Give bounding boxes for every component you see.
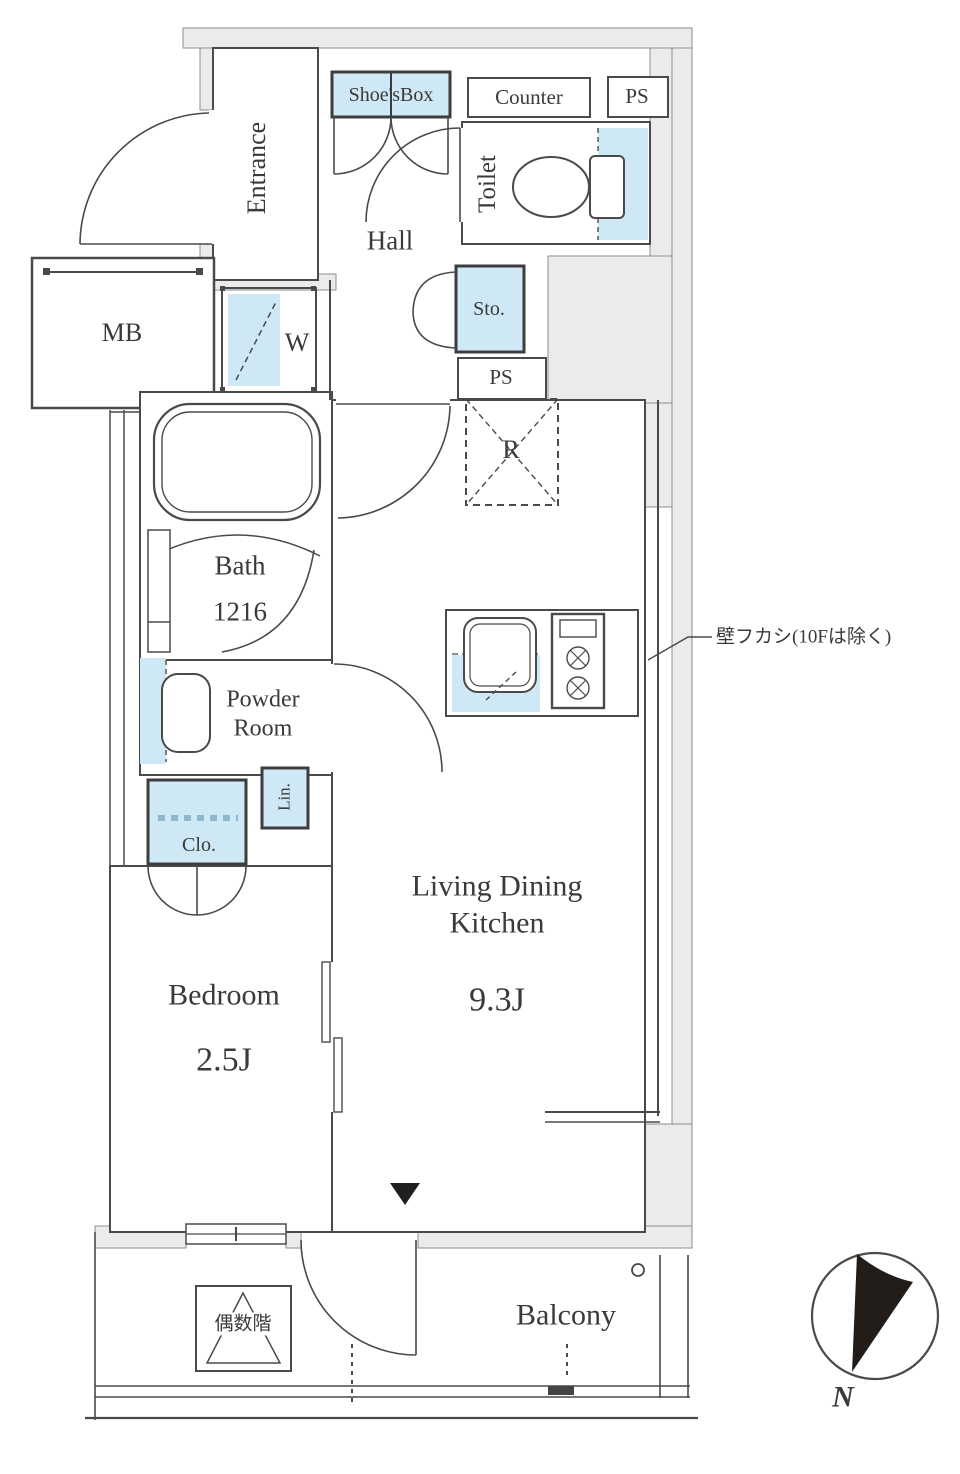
toilet-door xyxy=(365,127,461,223)
ldk-area-label: 9.3J xyxy=(469,981,525,1019)
hall-ldk-door xyxy=(336,403,451,519)
storage-label: Sto. xyxy=(473,297,505,320)
refrigerator-label: R xyxy=(502,435,520,465)
stove xyxy=(550,612,606,710)
powder-room-label: Powder Room xyxy=(226,686,300,742)
bath-door xyxy=(221,549,315,653)
powder-room-door xyxy=(333,663,443,773)
washer-pan xyxy=(228,294,280,386)
bedroom-window xyxy=(185,1223,287,1245)
entry-direction-marker xyxy=(390,1183,420,1205)
wall-lines xyxy=(109,280,660,1123)
linen-label: Lin. xyxy=(274,783,294,811)
ps-mid-label: PS xyxy=(489,365,513,390)
bedroom-area-label: 2.5J xyxy=(196,1041,252,1079)
washer-outline xyxy=(220,286,317,393)
storage-door xyxy=(412,271,457,349)
washer-label: W xyxy=(284,328,310,358)
bedroom-label: Bedroom xyxy=(168,978,280,1012)
wall-note-leader xyxy=(647,636,712,661)
shoes-box-label: Shoe'sBox xyxy=(348,83,434,106)
bathtub xyxy=(147,402,322,653)
compass-north-label: N xyxy=(832,1380,854,1414)
toilet-label: Toilet xyxy=(473,155,501,213)
bedroom-sliding-door xyxy=(321,961,343,1113)
hose-bib xyxy=(631,1263,645,1277)
hall-label: Hall xyxy=(366,225,414,256)
ps-top-label: PS xyxy=(625,84,649,109)
linen-box xyxy=(260,766,310,830)
compass xyxy=(810,1251,940,1381)
closet-doors xyxy=(147,865,247,916)
toilet-fixture xyxy=(512,155,625,219)
shoes-box-doors xyxy=(333,116,449,175)
balcony-door xyxy=(300,1239,417,1356)
kitchen-sink xyxy=(463,617,537,693)
bath-size-label: 1216 xyxy=(213,596,267,627)
entrance-door xyxy=(79,112,212,245)
north-arrow xyxy=(852,1254,913,1372)
washbasin xyxy=(161,673,211,753)
storage-box xyxy=(454,264,526,354)
balcony-label: Balcony xyxy=(516,1298,616,1332)
closet-label: Clo. xyxy=(182,833,216,856)
entrance-label: Entrance xyxy=(242,121,272,215)
wall-note-label: 壁フカシ(10Fは除く) xyxy=(716,626,892,648)
meter-box-label: MB xyxy=(101,318,143,348)
refrigerator-space xyxy=(465,398,559,506)
kitchen-counter xyxy=(445,609,639,717)
closet-box xyxy=(146,778,248,866)
ldk-label: Living Dining Kitchen xyxy=(411,869,583,939)
evacuation-hatch-label: 偶数階 xyxy=(211,1312,275,1336)
balcony-drain xyxy=(548,1386,574,1395)
counter-label: Counter xyxy=(495,85,563,110)
doors xyxy=(79,112,461,1356)
bath-label: Bath xyxy=(214,550,266,581)
meter-box-detail xyxy=(43,268,203,275)
